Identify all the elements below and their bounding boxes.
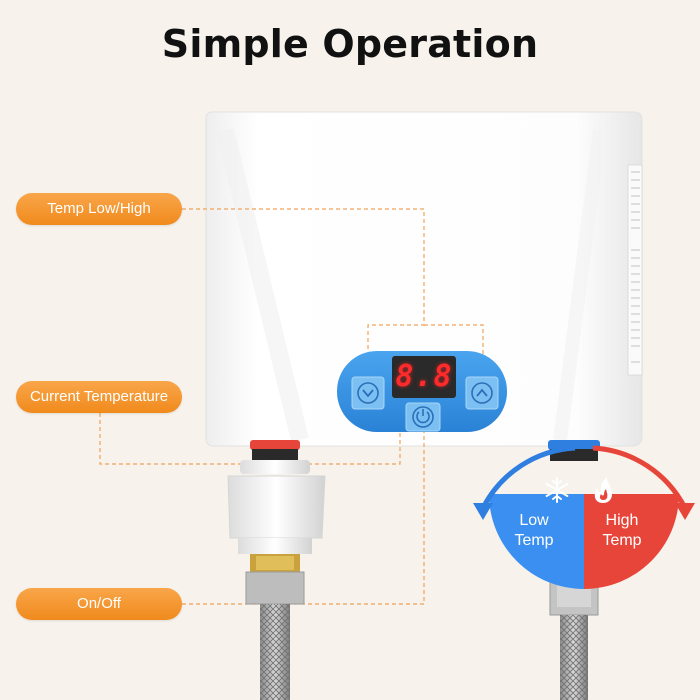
callout-current-temperature: Current Temperature [16, 381, 182, 413]
callout-temp-low-high: Temp Low/High [16, 193, 182, 225]
power-icon [412, 406, 434, 428]
page-title: Simple Operation [161, 22, 539, 66]
high-temp-line1: High [605, 512, 639, 529]
spec-label [627, 164, 643, 376]
snowflake-icon [545, 477, 569, 503]
digital-display [392, 356, 456, 398]
cold-arrow [480, 445, 576, 510]
low-temp-line1: Low [519, 512, 549, 529]
temp-indicator [473, 445, 695, 589]
hot-arrow [592, 445, 688, 510]
flame-icon [594, 477, 612, 503]
low-temp-line2: Temp [514, 532, 554, 549]
display-digits: 8.8 [395, 359, 453, 394]
callout-on-off: On/Off [16, 588, 182, 620]
chevron-down-icon [357, 382, 379, 404]
left-outlet [227, 440, 326, 700]
low-temp-label: Low Temp [499, 511, 569, 551]
temp-up-button[interactable] [465, 376, 499, 410]
high-temp-label: High Temp [587, 511, 657, 551]
chevron-up-icon [471, 382, 493, 404]
power-button[interactable] [405, 402, 441, 432]
temp-down-button[interactable] [351, 376, 385, 410]
high-temp-line2: Temp [602, 532, 642, 549]
